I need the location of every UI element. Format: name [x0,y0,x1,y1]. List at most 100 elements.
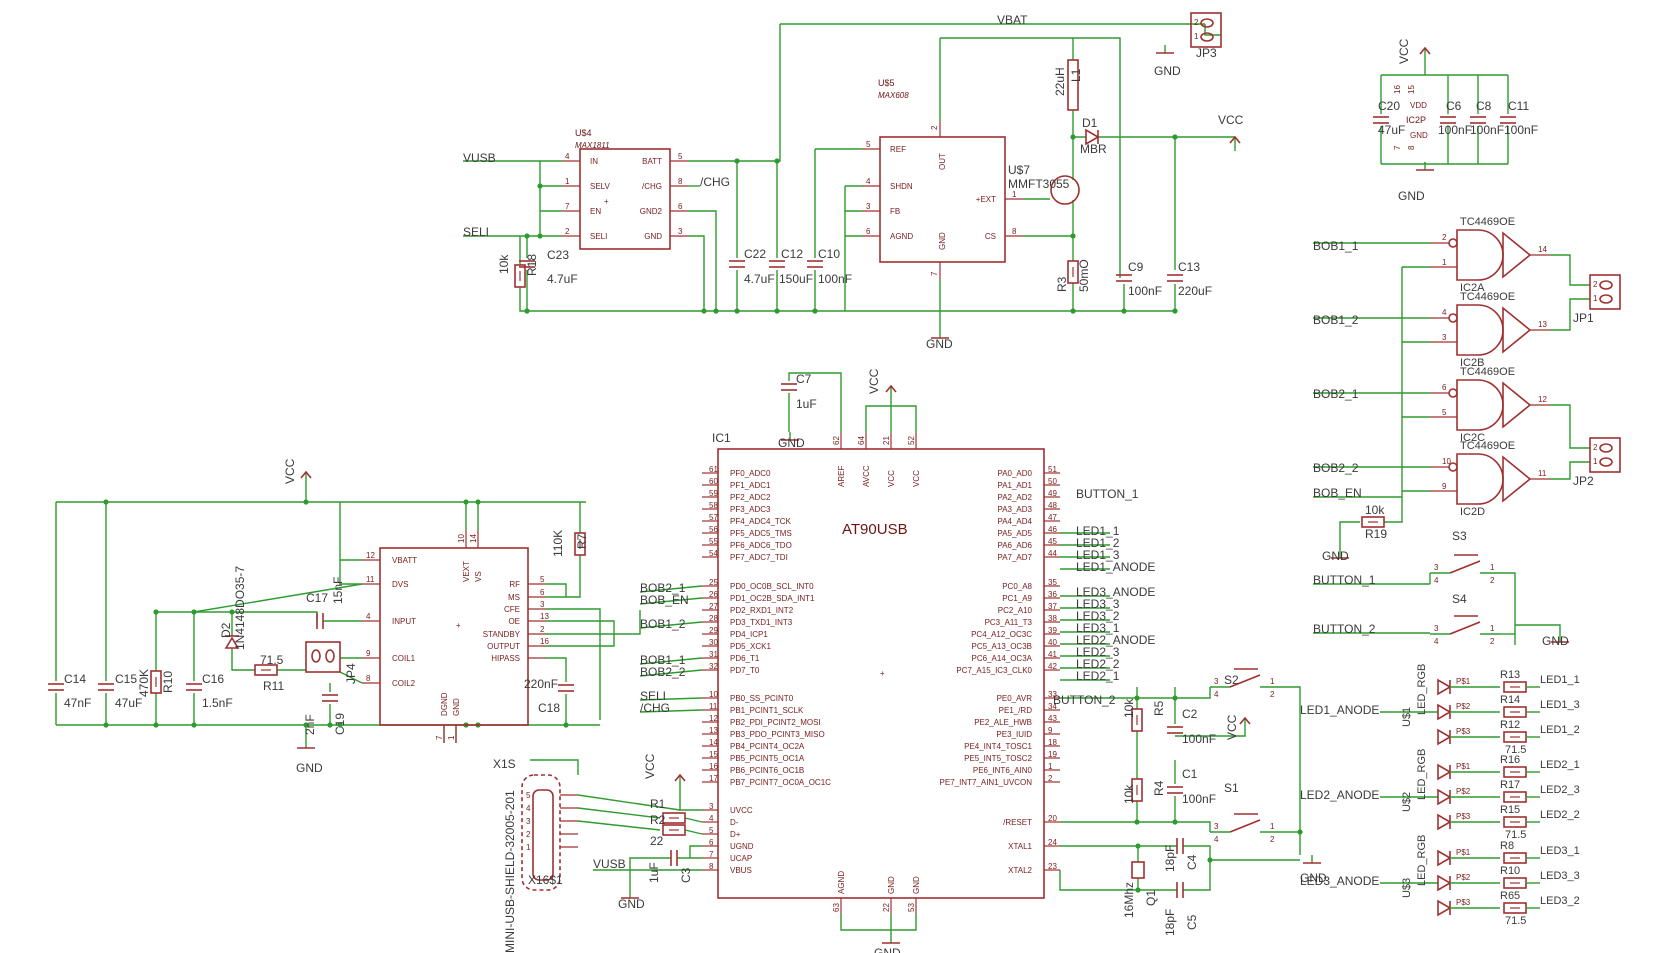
c1-value: 100nF [1182,792,1216,806]
ic1-pin-number: 30 [709,638,718,647]
ic1-pin-number: 1 [1048,762,1053,771]
coil-pin-name: VS [474,571,483,582]
coil-pin-number: 14 [469,534,478,543]
jp1-pin [1599,280,1613,290]
coil-pin-number: 7 [435,735,444,740]
ic1-pin-name: PB7_PCINT7_OC0A_OC1C [730,778,831,787]
wire [546,555,581,598]
wire [1183,845,1211,891]
c10-value: 100nF [818,272,852,286]
wire [1204,24,1221,36]
ic1-pin-number: 24 [1048,838,1057,847]
junction-dot [229,609,235,615]
ic1-pin-name: PB5_PCINT5_OC1A [730,754,805,763]
junction-dot [1121,308,1127,314]
ic2p-name: IC2P [1406,115,1426,125]
s4-pin-number: 3 [1434,624,1439,633]
net-label-button-1: BUTTON_1 [1313,573,1376,587]
r10 [150,670,162,694]
coil-pin-number: 3 [540,600,545,609]
junction-dot [463,499,469,505]
s4-pin-number: 4 [1434,637,1439,646]
led-resistor-name: R17 [1500,779,1520,791]
c15-name: C15 [115,672,137,686]
vcc-reset [1239,716,1251,725]
r1 [662,812,686,824]
wire [546,657,567,682]
ic1-pin-number: 22 [882,903,891,912]
ic1-pin-name: PB2_PDI_PCINT2_MOSI [730,718,821,727]
c12-name: C12 [781,247,803,261]
ic2p-pin16: 16 [1393,85,1402,94]
ic1-origin: + [880,669,885,678]
c2-value: 100nF [1182,732,1216,746]
r18-name: R18 [525,254,539,276]
ic1-pin-name: PE0_AVR [997,694,1033,703]
ic1-pin-number: 47 [1048,513,1057,522]
c18-value: 220nF [524,677,558,691]
r4 [1131,778,1143,802]
u7-value: MMFT3055 [1008,177,1070,191]
s4-pin-number: 2 [1490,637,1495,646]
gnd-label-mcu: GND [874,946,901,953]
ic1-pin-number: 54 [709,549,718,558]
ic2p-pin8: 8 [1407,145,1416,150]
wire [339,560,362,585]
ic2p-pin15: 15 [1407,85,1416,94]
ic1-pin-number: 26 [709,590,718,599]
usb-socket [532,789,554,881]
ic1-pin-name: VCC [912,470,921,487]
net-label-led2-3: LED2_3 [1076,645,1120,659]
led-net-label: LED1_2 [1540,724,1580,736]
s3-pin-number: 2 [1490,576,1495,585]
driver-pin-number: 6 [1442,383,1447,392]
ic1-pin-number: 53 [907,903,916,912]
led-pin-number: P$2 [1456,787,1471,796]
ic1-pin-name: GND [912,876,921,894]
c11-name: C11 [1508,99,1529,113]
x1-value: MINI-USB-SHIELD-32005-201 [503,790,517,953]
ic1-pin-name: PA0_AD0 [997,469,1032,478]
coil-ic-body [379,547,529,726]
c3-name: C3 [679,867,693,883]
u5-pin-name: REF [890,145,906,154]
driver-pin-number: 11 [1538,469,1547,478]
led-pin-number: P$1 [1456,677,1471,686]
driver-pin-number: 4 [1442,308,1447,317]
ic1-pin-number: 16 [709,762,718,771]
jp2-pin [1599,443,1613,453]
ic1-pin-number: 39 [1048,626,1057,635]
wire [577,794,681,811]
junction-dot [537,183,543,189]
c4-value: 18pF [1163,845,1177,872]
gnd-label-reset: GND [1300,871,1327,885]
junction-dot [153,722,159,728]
wire [1550,298,1590,331]
wires [55,23,1590,935]
wire [1500,572,1516,645]
c16-name: C16 [202,672,224,686]
driver-pin-number: 13 [1538,320,1547,329]
net-label-bob-en-mcu: BOB_EN [640,593,689,607]
u4-pin-number: 3 [678,227,683,236]
junction-dot [563,722,569,728]
r11-name: R11 [263,679,284,693]
ic1-pin-name: PA5_AD5 [997,529,1032,538]
c6-value: 100nF [1438,123,1472,137]
junction-dot [1135,887,1141,893]
ic1-pin-name: /RESET [1003,818,1032,827]
wire [546,610,641,635]
ic1-pin-name: PC4_A12_OC3C [971,630,1032,639]
s4-name: S4 [1452,592,1467,606]
ic1-pin-name: PA2_AD2 [997,493,1032,502]
wire [639,697,703,701]
nand-gate [1456,453,1504,505]
u4-pin-name: SELV [590,182,611,191]
c22-value: 4.7uF [744,272,775,286]
s2-pin-number: 2 [1270,690,1275,699]
driver-pin-number: 10 [1442,457,1451,466]
junction-dot [103,499,109,505]
q1-name: Q1 [1144,890,1158,906]
